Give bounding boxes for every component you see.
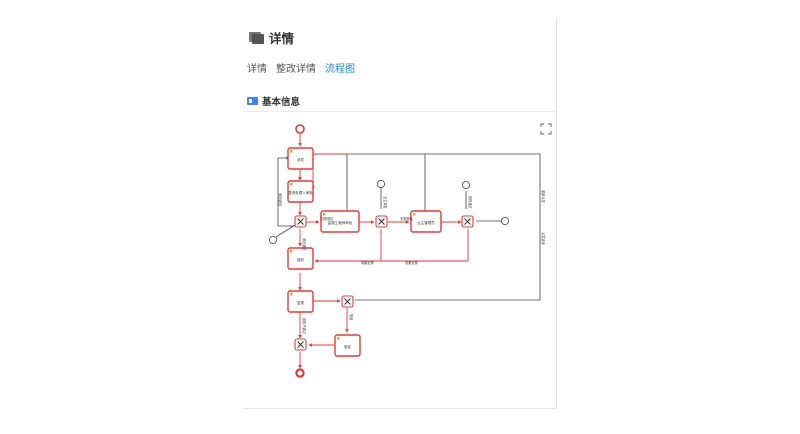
svg-text:监理工程师审批: 监理工程师审批 — [328, 220, 353, 225]
gateway — [375, 215, 388, 228]
start-event — [295, 124, 305, 134]
gateway — [461, 215, 474, 228]
section-title: 基本信息 — [262, 97, 301, 108]
gateway — [341, 295, 354, 308]
svg-text:业主管理员: 业主管理员 — [417, 220, 435, 225]
task-handler-approval[interactable]: 整改处理人审批 — [287, 180, 314, 203]
task-receive[interactable]: 接收 — [287, 247, 314, 270]
gateway — [294, 215, 307, 228]
svg-text:需要复核: 需要复核 — [361, 260, 375, 265]
svg-text:接收: 接收 — [297, 257, 305, 262]
fullscreen-button[interactable] — [540, 120, 552, 135]
expand-icon — [540, 123, 552, 135]
section-divider — [243, 111, 556, 112]
section-basic-info: 基本信息 — [247, 94, 300, 108]
task-type-markers — [290, 150, 416, 340]
svg-text:派发: 派发 — [297, 157, 305, 162]
svg-text:验证: 验证 — [344, 344, 352, 349]
tab-flowchart[interactable]: 流程图 — [325, 64, 355, 75]
svg-text:无需审批: 无需审批 — [400, 216, 414, 221]
svg-text:立即驳回: 立即驳回 — [320, 216, 333, 221]
end-event — [295, 368, 305, 378]
panel-header: 详情 — [249, 28, 294, 47]
svg-text:审批驳回: 审批驳回 — [278, 193, 283, 206]
folder-icon — [249, 31, 264, 44]
tab-rectification-details[interactable]: 整改详情 — [276, 64, 316, 75]
svg-text:审批通过: 审批通过 — [302, 238, 307, 252]
timer-event — [268, 235, 277, 244]
tab-bar: 详情 整改详情 流程图 — [247, 60, 355, 75]
process-flow-diagram: 派发 整改处理人审批 接收 复核 验证 监理工程师审批 — [268, 124, 546, 378]
svg-text:签收: 签收 — [349, 314, 354, 321]
task-dispatch[interactable]: 派发 — [287, 147, 314, 170]
black-connectors — [275, 153, 541, 301]
detail-panel: 详情 详情 整改详情 流程图 基本信息 — [243, 18, 557, 409]
id-card-icon — [247, 97, 258, 105]
red-connectors — [298, 131, 469, 369]
svg-text:复核: 复核 — [297, 300, 305, 305]
timer-event — [376, 179, 385, 188]
svg-text:复核不通过: 复核不通过 — [302, 318, 307, 335]
task-owner-admin[interactable]: 业主管理员 — [410, 210, 442, 233]
task-review[interactable]: 复核 — [287, 290, 314, 313]
svg-text:复核通过: 复核通过 — [468, 196, 473, 210]
svg-text:整改处理人审批: 整改处理人审批 — [288, 190, 313, 195]
svg-text:重新派发: 重新派发 — [541, 190, 546, 204]
task-supervisor-approval[interactable]: 监理工程师审批 — [320, 210, 360, 233]
gateway — [294, 338, 307, 351]
task-verify[interactable]: 验证 — [334, 334, 361, 357]
timer-event — [500, 216, 509, 225]
edge-labels: 审批通过 审批驳回 需要复核 需要复核 立即驳回 重新派发 无需审批 业主审批 … — [278, 190, 546, 335]
svg-text:派发选择: 派发选择 — [541, 232, 546, 246]
timer-event — [461, 180, 470, 189]
svg-text:需要复核: 需要复核 — [405, 260, 419, 265]
page-title: 详情 — [269, 31, 295, 46]
svg-text:业主审批: 业主审批 — [383, 196, 388, 210]
tab-details[interactable]: 详情 — [247, 64, 267, 75]
